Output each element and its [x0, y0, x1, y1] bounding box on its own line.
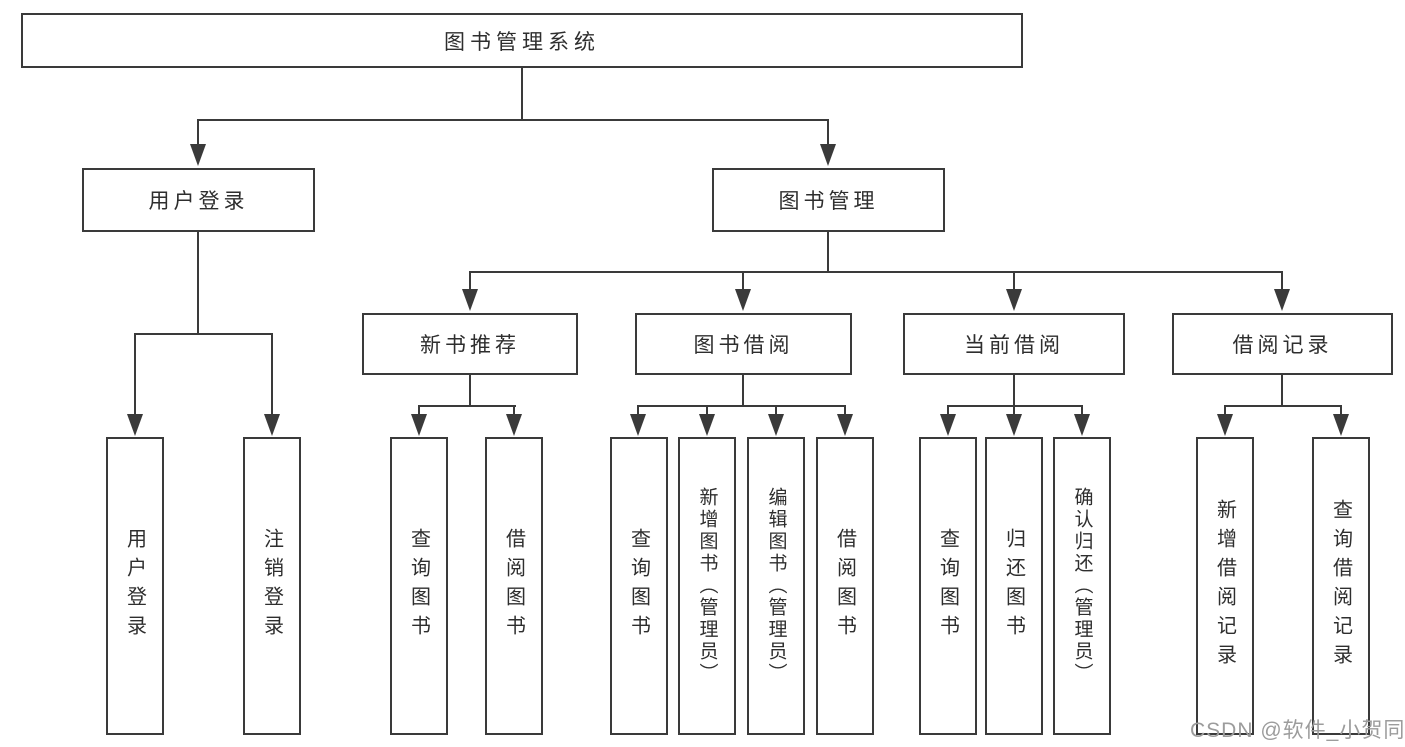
connector-line [521, 68, 523, 119]
connector-line [742, 375, 744, 407]
arrow-down-icon [837, 414, 853, 436]
arrow-down-icon [1333, 414, 1349, 436]
connector-line [947, 405, 949, 416]
node-confirm-return-admin: 确认归还（管理员） [1053, 437, 1111, 735]
arrow-down-icon [699, 414, 715, 436]
connector-line [827, 232, 829, 273]
connector-line [418, 405, 420, 416]
arrow-down-icon [735, 289, 751, 311]
node-add-borrow-record: 新增借阅记录 [1196, 437, 1254, 735]
node-borrowing-records: 借阅记录 [1172, 313, 1393, 375]
arrow-down-icon [411, 414, 427, 436]
node-query-books-2: 查询图书 [610, 437, 668, 735]
connector-line [706, 405, 708, 416]
arrow-down-icon [1074, 414, 1090, 436]
arrow-down-icon [506, 414, 522, 436]
node-add-book-admin: 新增图书（管理员） [678, 437, 736, 735]
connector-line [513, 405, 515, 416]
connector-line [1225, 405, 1342, 407]
connector-line [1013, 405, 1015, 416]
arrow-down-icon [1217, 414, 1233, 436]
node-borrow-books-2: 借阅图书 [816, 437, 874, 735]
arrow-down-icon [127, 414, 143, 436]
connector-line [469, 271, 1283, 273]
connector-line [1281, 375, 1283, 407]
connector-line [948, 405, 1083, 407]
node-user-login-leaf: 用户登录 [106, 437, 164, 735]
connector-line [271, 333, 273, 416]
node-borrow-books-1: 借阅图书 [485, 437, 543, 735]
node-current-borrowing: 当前借阅 [903, 313, 1125, 375]
arrow-down-icon [1274, 289, 1290, 311]
arrow-down-icon [462, 289, 478, 311]
arrow-down-icon [190, 144, 206, 166]
arrow-down-icon [630, 414, 646, 436]
watermark: CSDN @软件_小贺同学 [1190, 719, 1405, 742]
connector-line [742, 271, 744, 291]
node-user-login: 用户登录 [82, 168, 315, 232]
node-book-management: 图书管理 [712, 168, 945, 232]
connector-line [134, 333, 136, 416]
node-query-books-1: 查询图书 [390, 437, 448, 735]
node-logout: 注销登录 [243, 437, 301, 735]
connector-line [1013, 271, 1015, 291]
arrow-down-icon [768, 414, 784, 436]
connector-line [197, 119, 199, 146]
connector-line [1013, 375, 1015, 407]
node-query-borrow-record: 查询借阅记录 [1312, 437, 1370, 735]
connector-line [1340, 405, 1342, 416]
node-new-book-recommend: 新书推荐 [362, 313, 578, 375]
connector-line [469, 271, 471, 291]
connector-line [638, 405, 846, 407]
node-edit-book-admin: 编辑图书（管理员） [747, 437, 805, 735]
connector-line [1281, 271, 1283, 291]
connector-line [844, 405, 846, 416]
connector-line [197, 119, 829, 121]
connector-line [1081, 405, 1083, 416]
connector-line [134, 333, 273, 335]
connector-line [419, 405, 516, 407]
arrow-down-icon [1006, 414, 1022, 436]
connector-line [197, 232, 199, 335]
connector-line [1224, 405, 1226, 416]
connector-line [469, 375, 471, 407]
node-system-root: 图书管理系统 [21, 13, 1023, 68]
node-book-borrowing: 图书借阅 [635, 313, 852, 375]
connector-line [775, 405, 777, 416]
arrow-down-icon [820, 144, 836, 166]
arrow-down-icon [940, 414, 956, 436]
node-return-book: 归还图书 [985, 437, 1043, 735]
connector-line [827, 119, 829, 146]
arrow-down-icon [1006, 289, 1022, 311]
connector-line [637, 405, 639, 416]
node-query-books-3: 查询图书 [919, 437, 977, 735]
arrow-down-icon [264, 414, 280, 436]
